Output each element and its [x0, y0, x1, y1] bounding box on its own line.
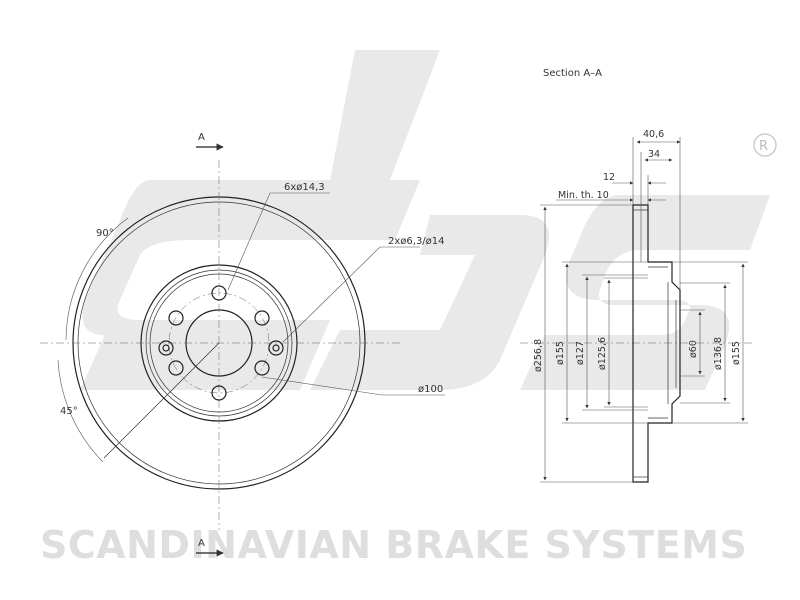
- pin-hole-inner: [272, 344, 280, 352]
- bolt-hole: [168, 360, 184, 376]
- bolt-holes-label: 6xø14,3: [284, 182, 325, 193]
- dia-outer: ø256,8: [533, 339, 544, 372]
- pin-hole-inner: [162, 344, 170, 352]
- pin-hole-outer: [158, 340, 174, 356]
- dim-overall-height: 40,6: [643, 129, 664, 140]
- pin-holes-leader: [282, 246, 420, 343]
- brand-tagline: SCANDINAVIAN BRAKE SYSTEMS: [40, 523, 747, 567]
- angle-45-label: 45°: [60, 406, 78, 417]
- bolt-hole: [211, 385, 227, 401]
- dia-155-left: ø155: [555, 341, 566, 365]
- angle-45-ray: [103, 342, 220, 459]
- bolt-holes-leader: [227, 192, 330, 291]
- pin-holes-label: 2xø6,3/ø14: [388, 236, 445, 247]
- pin-holes: [158, 340, 284, 356]
- bolt-holes: [168, 285, 270, 401]
- registered-mark-letter: R: [759, 139, 768, 154]
- dia-127: ø127: [575, 341, 586, 365]
- section-marker-top: A: [198, 132, 205, 143]
- angle-45-arc: [57, 359, 104, 463]
- bolt-hole: [254, 360, 270, 376]
- section-marker-bottom: A: [198, 538, 205, 549]
- bolt-hole: [168, 310, 184, 326]
- front-view: 90° 45° A A 6xø14,3 2xø6,3/ø14 ø100: [40, 132, 445, 557]
- bolt-hole: [254, 310, 270, 326]
- dia-136-8: ø136,8: [713, 337, 724, 370]
- section-title: Section A–A: [543, 68, 602, 79]
- pcd-label: ø100: [418, 384, 443, 395]
- dim-12: 12: [603, 172, 615, 183]
- pin-hole-outer: [268, 340, 284, 356]
- dia-125-6: ø125,6: [597, 337, 608, 370]
- dim-34: 34: [648, 149, 660, 160]
- dia-155-right: ø155: [731, 341, 742, 365]
- section-view: Section A–A 40,6 34 12 Min. th. 10 ø256,…: [520, 68, 755, 483]
- sbs-watermark-logo: R: [80, 50, 777, 390]
- angle-90-label: 90°: [96, 228, 114, 239]
- dia-60: ø60: [688, 340, 699, 358]
- angle-90-arc: [65, 217, 129, 341]
- dim-min-thickness: Min. th. 10: [558, 190, 609, 201]
- bolt-hole: [211, 285, 227, 301]
- registered-mark-icon: [753, 133, 777, 157]
- pcd-leader: [261, 376, 445, 396]
